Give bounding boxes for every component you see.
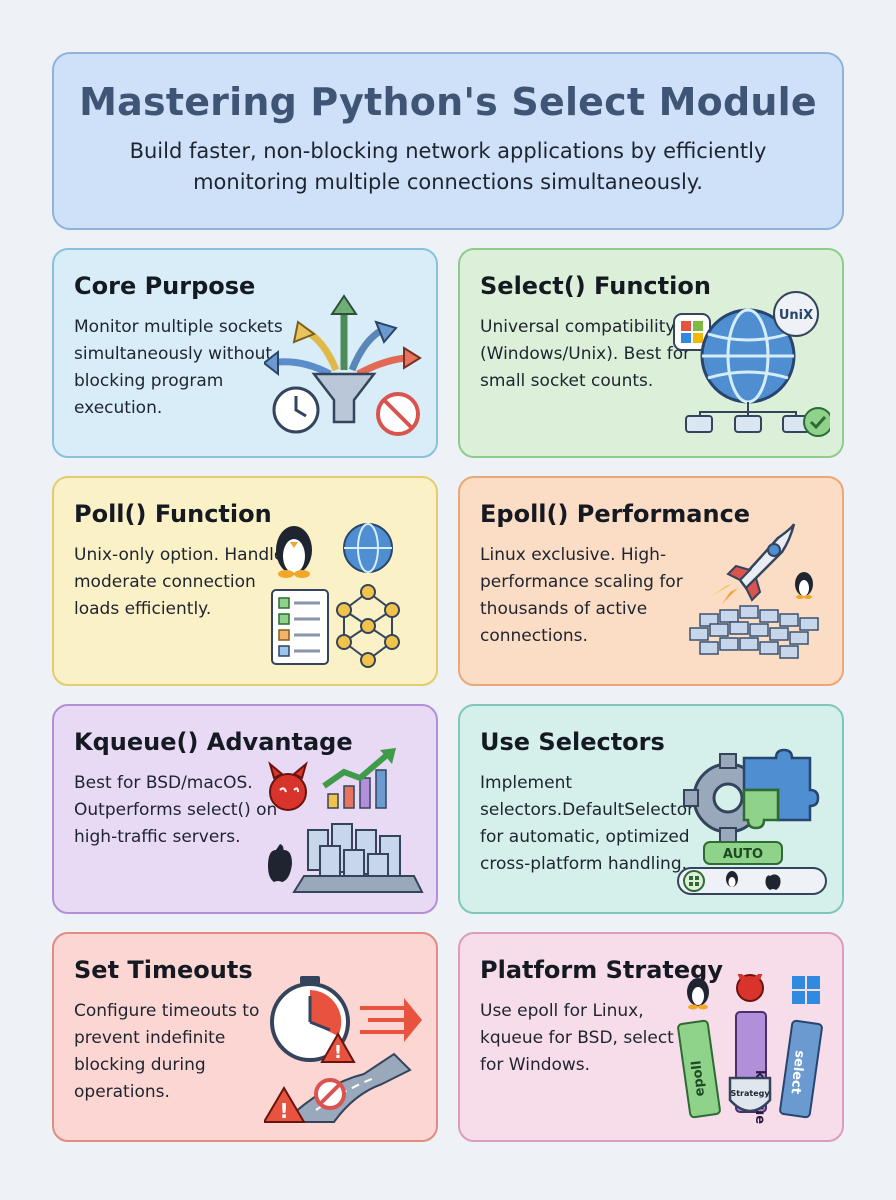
card-description: Monitor multiple sockets simultaneously …	[74, 317, 283, 418]
header-banner: Mastering Python's Select Module Build f…	[52, 52, 844, 230]
card-description: Linux exclusive. High-performance scalin…	[480, 545, 683, 646]
card-title: Use Selectors	[480, 728, 665, 756]
auto-badge: AUTO	[723, 847, 763, 862]
platform-strategy-icon: epoll kqueue select Strategy	[677, 974, 823, 1124]
stopwatch-warning-icon: ! !	[264, 976, 422, 1123]
card-title: Kqueue() Advantage	[74, 728, 353, 756]
card-epoll-performance: Epoll() Performance Linux exclusive. Hig…	[458, 476, 844, 686]
card-description: Use epoll for Linux, kqueue for BSD, sel…	[480, 1001, 674, 1075]
card-select-function: Select() Function Universal compatibilit…	[458, 248, 844, 458]
rocket-servers-icon	[689, 523, 819, 659]
page-title: Mastering Python's Select Module	[79, 80, 817, 124]
card-description: Configure timeouts to prevent indefinite…	[74, 1001, 260, 1102]
servers-chart-icon	[268, 748, 424, 893]
card-poll-function: Poll() Function Unix-only option. Handle…	[52, 476, 438, 686]
card-description: Unix-only option. Handles moderate conne…	[74, 545, 294, 619]
globe-network-icon: UniX	[673, 291, 830, 437]
strategy-label-select: select	[787, 1050, 806, 1095]
unix-badge: UniX	[779, 308, 813, 323]
checklist-network-icon	[271, 523, 400, 668]
card-title: Set Timeouts	[74, 956, 253, 984]
card-title: Select() Function	[480, 272, 711, 300]
gear-puzzle-icon: AUTO	[677, 748, 827, 895]
svg-text:!: !	[279, 1099, 288, 1123]
page-subtitle: Build faster, non-blocking network appli…	[129, 139, 767, 194]
card-title: Poll() Function	[74, 500, 272, 528]
card-core-purpose: Core Purpose Monitor multiple sockets si…	[52, 248, 438, 458]
card-title: Core Purpose	[74, 272, 256, 300]
card-set-timeouts: Set Timeouts Configure timeouts to preve…	[52, 932, 438, 1142]
card-platform-strategy: Platform Strategy Use epoll for Linux, k…	[458, 932, 844, 1142]
strategy-label-epoll: epoll	[689, 1060, 708, 1097]
card-title: Platform Strategy	[480, 956, 723, 984]
card-description: Best for BSD/macOS. Outperforms select()…	[74, 773, 278, 847]
card-title: Epoll() Performance	[480, 500, 751, 528]
strategy-shield-label: Strategy	[730, 1089, 770, 1098]
card-kqueue-advantage: Kqueue() Advantage Best for BSD/macOS. O…	[52, 704, 438, 914]
card-use-selectors: Use Selectors Implement selectors.Defaul…	[458, 704, 844, 914]
card-description: Universal compatibility (Windows/Unix). …	[480, 317, 691, 391]
funnel-arrows-icon	[264, 294, 422, 436]
svg-text:!: !	[334, 1042, 342, 1063]
card-description: Implement selectors.DefaultSelector for …	[480, 773, 695, 874]
